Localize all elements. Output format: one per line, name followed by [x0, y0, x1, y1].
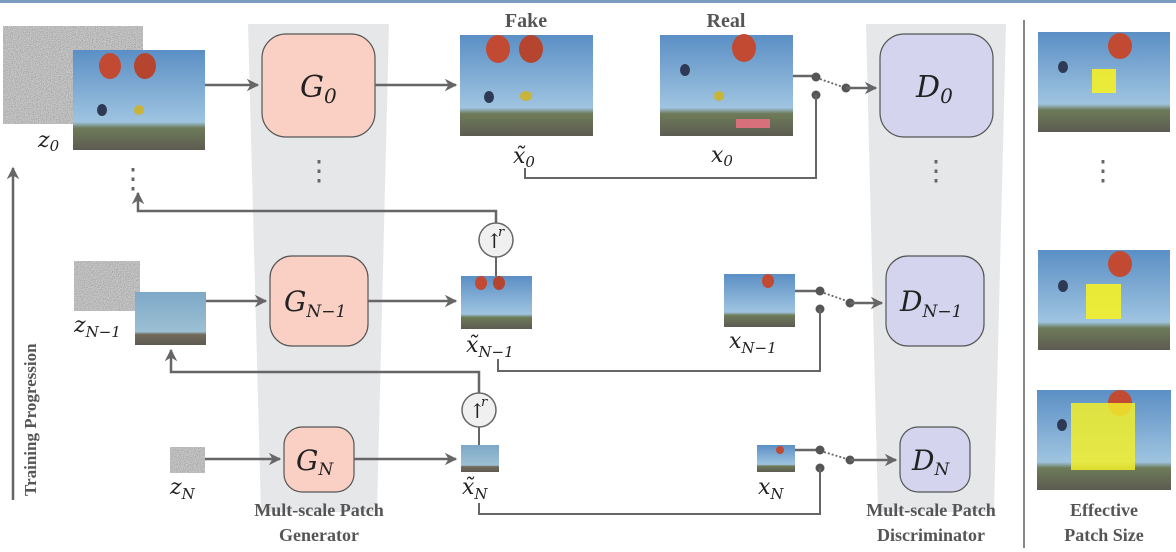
header-real: Real — [707, 10, 746, 32]
label-fakeN-1: x̃N−1 — [466, 333, 514, 361]
caption-generator-line1: Mult-scale Patch — [254, 500, 383, 520]
svg-text:↑: ↑ — [486, 229, 503, 253]
ellipsis-discriminator: ⋮ — [922, 156, 950, 187]
label-gN-1: GN−1 — [284, 285, 346, 322]
input-image-N-1 — [135, 292, 206, 345]
label-realN-1: xN−1 — [729, 329, 777, 357]
patch-highlight-0 — [1092, 69, 1116, 93]
caption-discriminator-line2: Discriminator — [877, 525, 985, 545]
fake-image-N-1 — [461, 276, 532, 329]
label-zN-1: zN−1 — [73, 313, 121, 341]
ellipsis-input: ⋮ — [119, 164, 147, 195]
discriminator-d0 — [879, 33, 994, 138]
discriminator-dN-1 — [885, 255, 985, 347]
label-dN: DN — [911, 444, 950, 480]
label-gN: GN — [296, 444, 334, 480]
noise-zN — [170, 447, 205, 473]
training-progression-label: Training Progression — [21, 343, 40, 496]
switch-N — [478, 445, 898, 515]
switch-N-1 — [497, 286, 884, 372]
caption-generator-line2: Generator — [279, 525, 359, 545]
label-zN: zN — [169, 475, 196, 503]
upsample-N: ↑ r — [461, 392, 497, 428]
label-d0: D0 — [915, 70, 953, 108]
label-fakeN: x̃N — [462, 475, 488, 503]
svg-text:r: r — [498, 225, 505, 240]
caption-patch-line2: Patch Size — [1064, 525, 1143, 545]
patch-highlight-N — [1071, 403, 1135, 470]
effective-patch-image-N — [1037, 390, 1171, 490]
effective-patch-image-N-1 — [1038, 250, 1170, 350]
label-dN-1: DN−1 — [899, 285, 962, 322]
label-fake0: x̃0 — [513, 144, 535, 171]
input-image-0 — [73, 50, 205, 150]
feedback-to-input0 — [131, 191, 498, 226]
fake-image-0 — [460, 35, 593, 136]
label-real0: x0 — [711, 143, 733, 170]
discriminator-dN — [899, 426, 971, 493]
patch-highlight-N-1 — [1086, 284, 1121, 319]
label-z0: z0 — [37, 128, 60, 155]
svg-text:↑: ↑ — [469, 399, 486, 423]
real-image-0 — [660, 34, 793, 136]
feedback-to-inputN-1 — [164, 348, 481, 395]
real-image-N-1 — [724, 274, 795, 327]
ellipsis-generator: ⋮ — [305, 156, 333, 187]
noise-zN-1 — [74, 261, 140, 311]
switch-0 — [524, 72, 878, 179]
caption-patch-line1: Effective — [1070, 500, 1138, 520]
top-border — [0, 0, 1176, 3]
label-realN: xN — [758, 475, 784, 503]
upsample-1: ↑ r — [478, 222, 514, 258]
caption-discriminator-line1: Mult-scale Patch — [866, 500, 995, 520]
real-image-N — [757, 445, 795, 472]
effective-patch-image-0 — [1038, 32, 1170, 132]
header-fake: Fake — [505, 10, 547, 32]
svg-text:r: r — [481, 395, 488, 410]
fake-image-N — [461, 445, 499, 472]
ellipsis-patch: ⋮ — [1089, 156, 1117, 187]
label-g0: G0 — [300, 70, 337, 108]
